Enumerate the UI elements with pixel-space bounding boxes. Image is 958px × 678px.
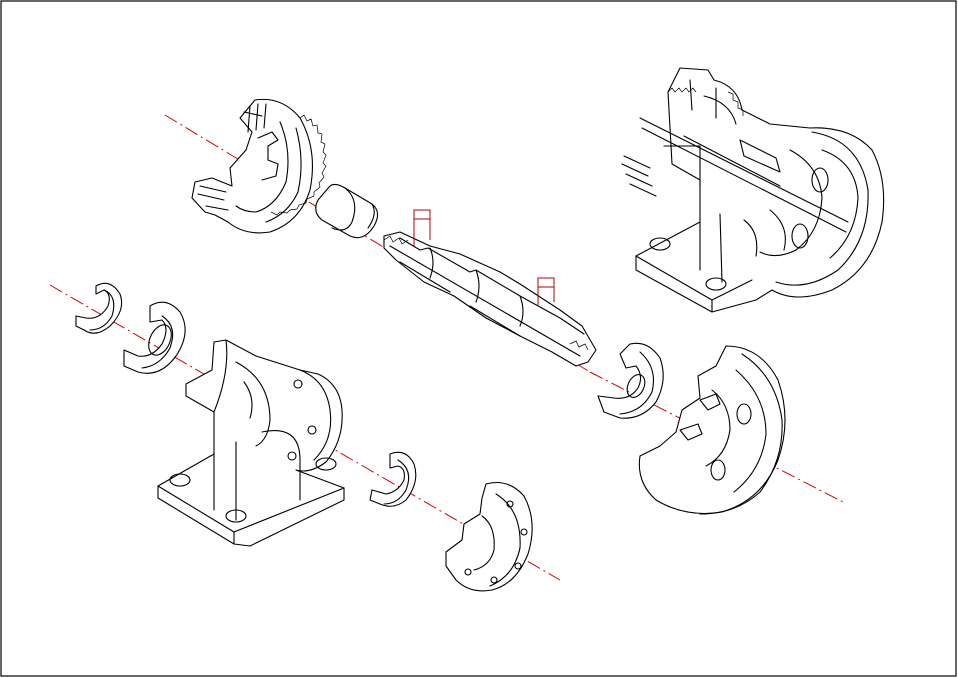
key-upper — [413, 209, 431, 220]
shaft — [383, 209, 597, 367]
bushing-sleeve — [315, 183, 379, 239]
pulley-wheel — [638, 345, 786, 515]
bearing-left — [123, 301, 186, 374]
bearing-right — [597, 342, 664, 419]
gear-half — [191, 98, 327, 234]
key-lower — [537, 277, 555, 288]
retaining-ring-lower — [369, 451, 417, 507]
pedestal-housing-left — [157, 339, 345, 547]
flange-cover — [445, 481, 533, 592]
retaining-ring-left-1 — [75, 282, 123, 334]
assembled-unit — [621, 67, 885, 313]
